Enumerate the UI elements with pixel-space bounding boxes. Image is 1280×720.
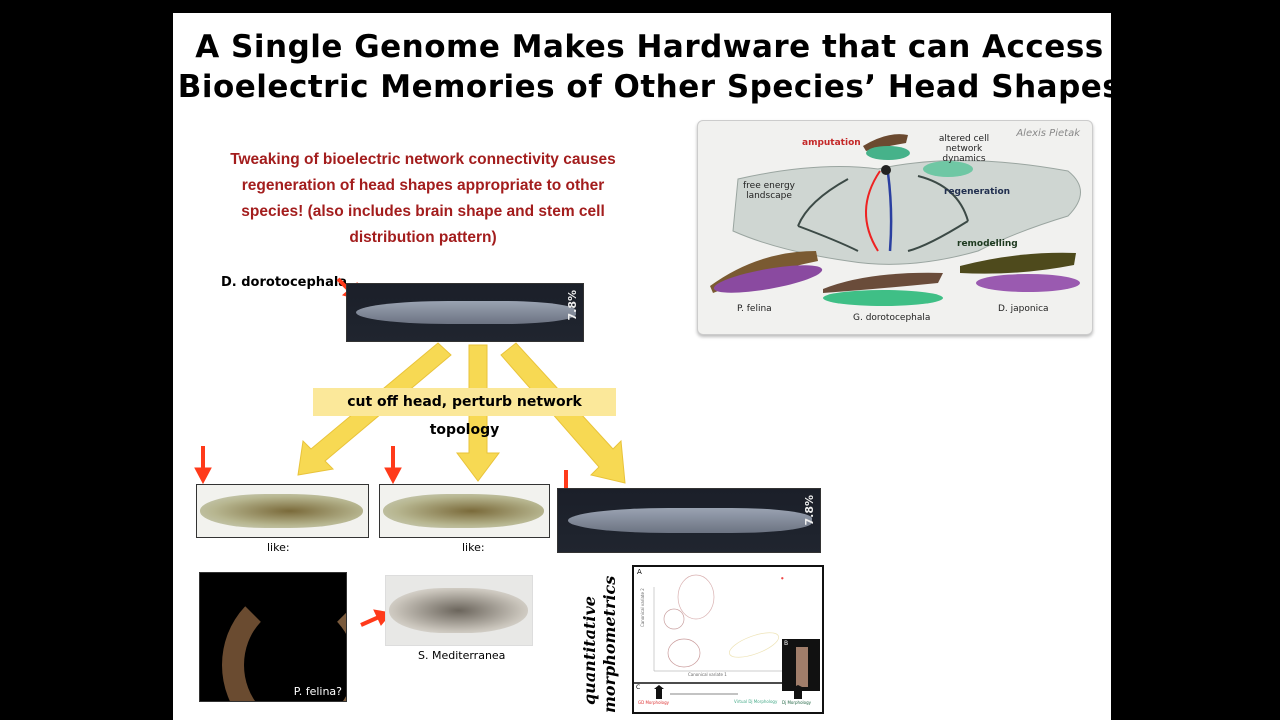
result-worm-image-2 [379,484,550,538]
description: Tweaking of bioelectric network connecti… [193,147,653,251]
virtual-morphology-label: Virtual Dj Morphology [734,699,778,704]
species-label: D. japonica [998,304,1049,314]
morphometrics-label: quantitative morphometrics [578,576,638,713]
altered-dynamics-label: altered cell network dynamics [938,134,990,164]
panel-c-label: C [636,684,641,691]
y-axis-label: Canonical variate 2 [640,588,645,627]
s-mediterranea-photo [385,575,533,646]
species-label: G. dorotocephala [853,313,931,323]
panel-b-label: B [784,640,789,647]
description-line: distribution pattern) [349,229,497,246]
result-worm-image-3: 7.8% [557,488,821,553]
description-line: Tweaking of bioelectric network connecti… [230,151,616,168]
title-line-2: Bioelectric Memories of Other Species’ H… [177,69,1122,105]
p-felina-photo: P. felina? [199,572,347,702]
like-label: like: [267,541,290,554]
result-worm-image-1 [196,484,369,538]
red-arrow-icon [194,446,212,485]
remodelling-label: remodelling [957,239,1018,249]
s-mediterranea-label: S. Mediterranea [418,649,506,662]
red-arrow-icon [384,446,402,485]
source-species-label: D. dorotocephala [221,275,348,290]
amputation-label: amputation [802,138,861,148]
panel-a-label: A [637,568,642,576]
morphometrics-figure: A ● Canonical variate 1 Canonical variat… [632,565,824,714]
dj-morphology-label: Dj Morphology [782,700,811,705]
x-axis-label: Canonical variate 1 [688,672,727,677]
regeneration-label: regeneration [944,187,1011,197]
landscape-label: free energy landscape [743,181,795,201]
canonical-variate-plot: ● [634,574,820,699]
procedure-banner: cut off head, perturb network topology [313,388,616,438]
gd-morphology-label: GD Morphology [638,700,669,705]
source-worm-image: 7.8% [346,283,584,342]
description-line: regeneration of head shapes appropriate … [241,177,605,194]
species-label: P. felina [737,304,772,314]
svg-text:●: ● [781,576,784,580]
landscape-illustration [710,134,1081,306]
free-energy-landscape-diagram: Alexis Pietak amputation altered cell ne… [697,120,1093,335]
morphometrics-line: morphometrics [600,575,619,713]
slide: A Single Genome Makes Hardware that can … [173,13,1121,720]
slide-title: A Single Genome Makes Hardware that can … [173,27,1126,107]
scale-label: 7.8% [566,290,579,321]
credit-label: Alexis Pietak [1016,128,1080,139]
title-line-1: A Single Genome Makes Hardware that can … [195,29,1104,65]
like-label: like: [462,541,485,554]
p-felina-label: P. felina? [293,685,342,698]
morphometrics-line: quantitative [580,596,599,705]
description-line: species! (also includes brain shape and … [241,203,605,220]
scale-label: 7.8% [803,495,816,526]
